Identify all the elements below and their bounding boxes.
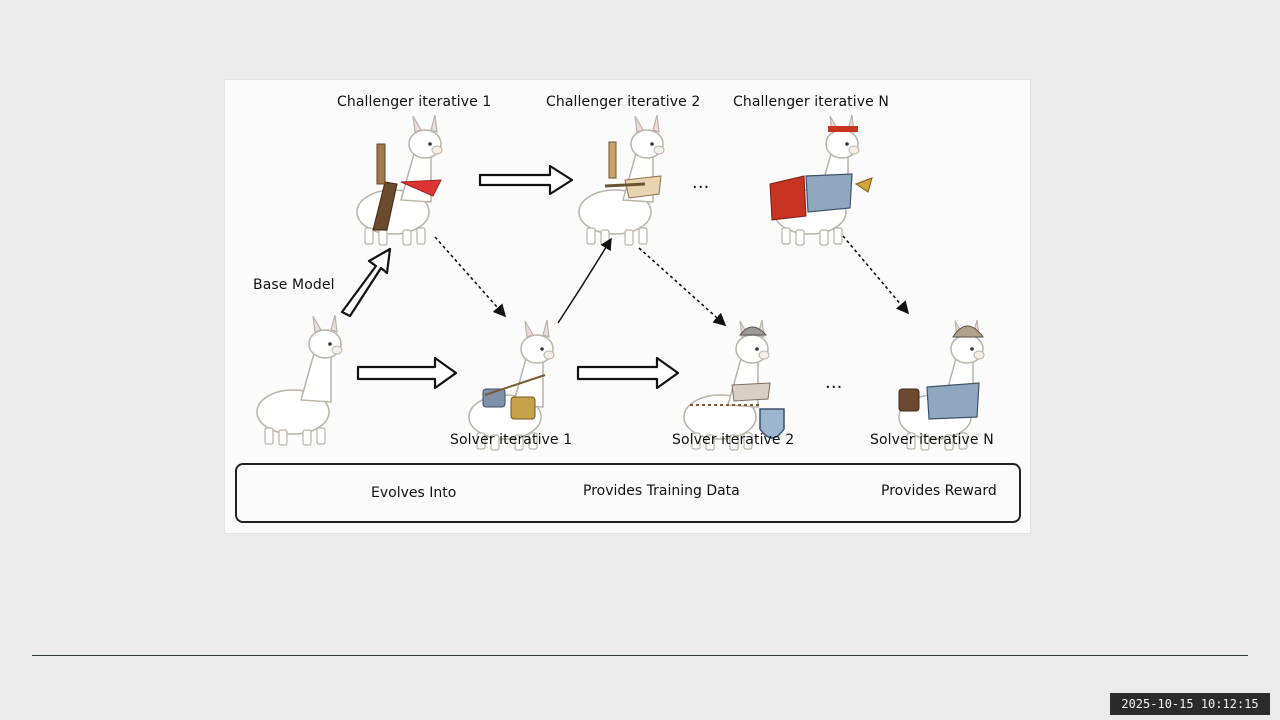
alpaca-solver-2: [683, 319, 785, 451]
legend: Evolves Into Provides Training Data Prov…: [235, 463, 1021, 523]
solver-ellipsis: ...: [825, 372, 843, 393]
reward-arrow-s1-c2: [557, 237, 612, 324]
evolves-arrow-s1-s2: [576, 356, 680, 390]
footer-divider: [32, 655, 1248, 656]
legend-reward-label: Provides Reward: [881, 483, 997, 499]
evolves-arrow-c1-c2: [478, 164, 574, 196]
alpaca-base-model: [256, 314, 343, 446]
timestamp-badge: 2025-10-15 10:12:15: [1110, 693, 1270, 715]
challenger-1-label: Challenger iterative 1: [337, 94, 492, 110]
alpaca-challenger-n: [769, 114, 873, 246]
challenger-n-label: Challenger iterative N: [733, 94, 889, 110]
training-arrow-cn-sn: [842, 235, 910, 315]
alpaca-challenger-1: [356, 114, 443, 246]
alpaca-solver-n: [898, 319, 985, 451]
training-arrow-c2-s2: [638, 247, 727, 327]
challenger-ellipsis: ...: [692, 172, 710, 193]
training-arrow-c1-s1: [434, 236, 507, 318]
challenger-2-label: Challenger iterative 2: [546, 94, 701, 110]
legend-training-label: Provides Training Data: [583, 483, 740, 499]
alpaca-solver-1: [468, 319, 555, 451]
alpaca-challenger-2: [578, 114, 665, 246]
evolves-arrow-base-c1: [340, 247, 392, 318]
solver-n-label: Solver iterative N: [870, 432, 994, 448]
evolves-arrow-base-s1: [356, 356, 458, 390]
diagram-figure: Challenger iterative 1 Challenger iterat…: [225, 80, 1030, 533]
solver-1-label: Solver iterative 1: [450, 432, 573, 448]
base-model-label: Base Model: [253, 277, 335, 293]
legend-evolves-label: Evolves Into: [371, 485, 457, 501]
solver-2-label: Solver iterative 2: [672, 432, 795, 448]
